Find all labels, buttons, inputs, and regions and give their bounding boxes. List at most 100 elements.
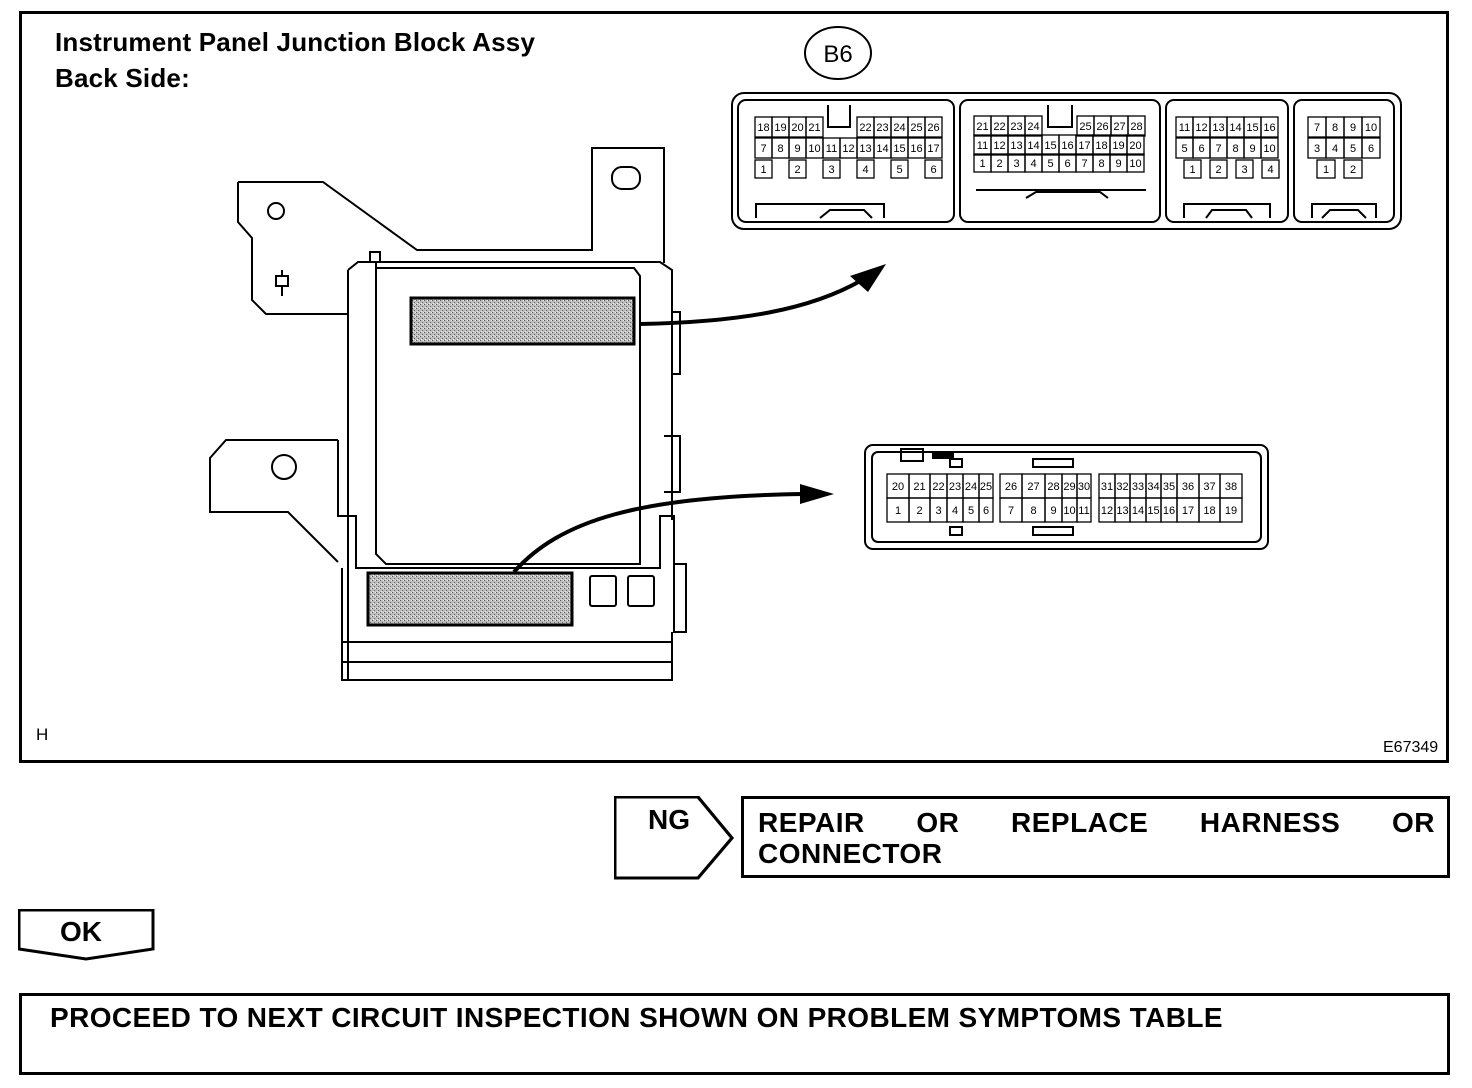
b6-pin-block2-3: 3	[1007, 153, 1026, 173]
svg-text:14: 14	[1132, 505, 1144, 517]
b6-pin-block2-18: 18	[1092, 134, 1111, 156]
svg-text:8: 8	[1098, 158, 1104, 170]
svg-text:20: 20	[1129, 140, 1141, 152]
b6-pin-block1-12: 12	[839, 137, 858, 159]
lower-pin-8: 8	[1021, 497, 1046, 523]
svg-text:16: 16	[1263, 122, 1275, 134]
svg-text:22: 22	[993, 121, 1005, 133]
svg-text:26: 26	[1096, 121, 1108, 133]
svg-text:13: 13	[1116, 505, 1128, 517]
lower-pin-27: 27	[1021, 473, 1046, 499]
b6-pin-block2-4: 4	[1024, 153, 1043, 173]
b6-pin-block1-2: 2	[788, 159, 807, 179]
svg-text:6: 6	[983, 505, 989, 517]
svg-text:1: 1	[1323, 164, 1329, 176]
lower-pin-16: 16	[1160, 497, 1178, 523]
lower-pin-3: 3	[929, 497, 948, 523]
b6-pin-block4-10: 10	[1361, 116, 1381, 138]
svg-text:6: 6	[1368, 143, 1374, 155]
lower-pin-6: 6	[978, 497, 994, 523]
svg-text:7: 7	[760, 143, 766, 155]
svg-text:19: 19	[1112, 140, 1124, 152]
lower-pin-35: 35	[1160, 473, 1178, 499]
svg-text:23: 23	[949, 481, 961, 493]
b6-pin-block4-7: 7	[1307, 116, 1327, 138]
lower-pin-2: 2	[908, 497, 931, 523]
lower-pin-19: 19	[1219, 497, 1243, 523]
b6-pin-block1-13: 13	[856, 137, 875, 159]
b6-pin-block1-22: 22	[856, 116, 875, 138]
b6-pin-block1-23: 23	[873, 116, 892, 138]
svg-text:9: 9	[1249, 143, 1255, 155]
svg-text:9: 9	[1050, 505, 1056, 517]
upper-connector-highlight	[409, 296, 636, 346]
b6-pin-block2-10: 10	[1126, 153, 1145, 173]
svg-text:11: 11	[1179, 122, 1190, 134]
svg-text:1: 1	[979, 158, 985, 170]
ng-action-text: REPAIR OR REPLACE HARNESS OR CONNECTOR	[758, 807, 1435, 869]
lower-pin-15: 15	[1145, 497, 1162, 523]
svg-text:15: 15	[1044, 140, 1056, 152]
svg-text:25: 25	[980, 481, 992, 493]
b6-pin-block3-11: 11	[1175, 116, 1194, 138]
lower-pin-38: 38	[1219, 473, 1243, 499]
svg-text:30: 30	[1078, 481, 1090, 493]
lower-pin-31: 31	[1098, 473, 1116, 499]
svg-text:23: 23	[1010, 121, 1022, 133]
svg-text:13: 13	[1010, 140, 1022, 152]
svg-text:29: 29	[1063, 481, 1075, 493]
b6-pin-block1-4: 4	[856, 159, 875, 179]
b6-pin-block3-14: 14	[1226, 116, 1245, 138]
svg-text:15: 15	[893, 143, 905, 155]
svg-text:17: 17	[1078, 140, 1090, 152]
svg-text:20: 20	[892, 481, 904, 493]
b6-pin-block4-3: 3	[1307, 137, 1327, 159]
b6-pin-block2-5: 5	[1041, 153, 1060, 173]
b6-pin-block4-8: 8	[1325, 116, 1345, 138]
svg-text:10: 10	[1263, 143, 1275, 155]
arrow-head-b6	[850, 264, 886, 292]
arrow-to-lower-connector	[512, 492, 807, 574]
svg-text:5: 5	[1350, 143, 1356, 155]
b6-pin-block1-18: 18	[754, 116, 773, 138]
lower-pin-12: 12	[1098, 497, 1116, 523]
lower-pin-23: 23	[946, 473, 964, 499]
b6-pin-block4-6: 6	[1361, 137, 1381, 159]
b6-pin-block1-8: 8	[771, 137, 790, 159]
svg-text:5: 5	[1181, 143, 1187, 155]
svg-text:11: 11	[826, 143, 837, 155]
svg-text:4: 4	[1030, 158, 1036, 170]
svg-text:26: 26	[1005, 481, 1017, 493]
b6-pin-block2-22: 22	[990, 115, 1009, 137]
connector-b6	[731, 26, 1402, 230]
corner-letter: H	[36, 725, 49, 744]
b6-pin-block3-10: 10	[1260, 137, 1279, 159]
svg-text:1: 1	[1189, 164, 1195, 176]
svg-text:32: 32	[1116, 481, 1128, 493]
lower-pin-10: 10	[1061, 497, 1078, 523]
svg-text:16: 16	[1163, 505, 1175, 517]
lower-pin-7: 7	[999, 497, 1023, 523]
svg-text:5: 5	[1047, 158, 1053, 170]
svg-text:4: 4	[862, 164, 868, 176]
b6-pin-block3-15: 15	[1243, 116, 1262, 138]
svg-text:10: 10	[1365, 122, 1377, 134]
ok-tag	[18, 909, 155, 961]
svg-text:2: 2	[794, 164, 800, 176]
svg-text:9: 9	[1115, 158, 1121, 170]
b6-pin-block1-17: 17	[924, 137, 943, 159]
b6-pin-block2-6: 6	[1058, 153, 1077, 173]
b6-pin-block3-1: 1	[1183, 159, 1202, 179]
svg-text:8: 8	[1232, 143, 1238, 155]
b6-pin-block4-4: 4	[1325, 137, 1345, 159]
arrow-to-b6	[639, 278, 863, 326]
svg-text:6: 6	[930, 164, 936, 176]
b6-pin-block1-21: 21	[805, 116, 824, 138]
svg-text:37: 37	[1203, 481, 1215, 493]
svg-text:10: 10	[1129, 158, 1141, 170]
b6-pin-block1-25: 25	[907, 116, 926, 138]
lower-pin-13: 13	[1114, 497, 1131, 523]
figure-frame	[19, 11, 1449, 763]
svg-text:12: 12	[993, 140, 1005, 152]
b6-pin-block2-23: 23	[1007, 115, 1026, 137]
